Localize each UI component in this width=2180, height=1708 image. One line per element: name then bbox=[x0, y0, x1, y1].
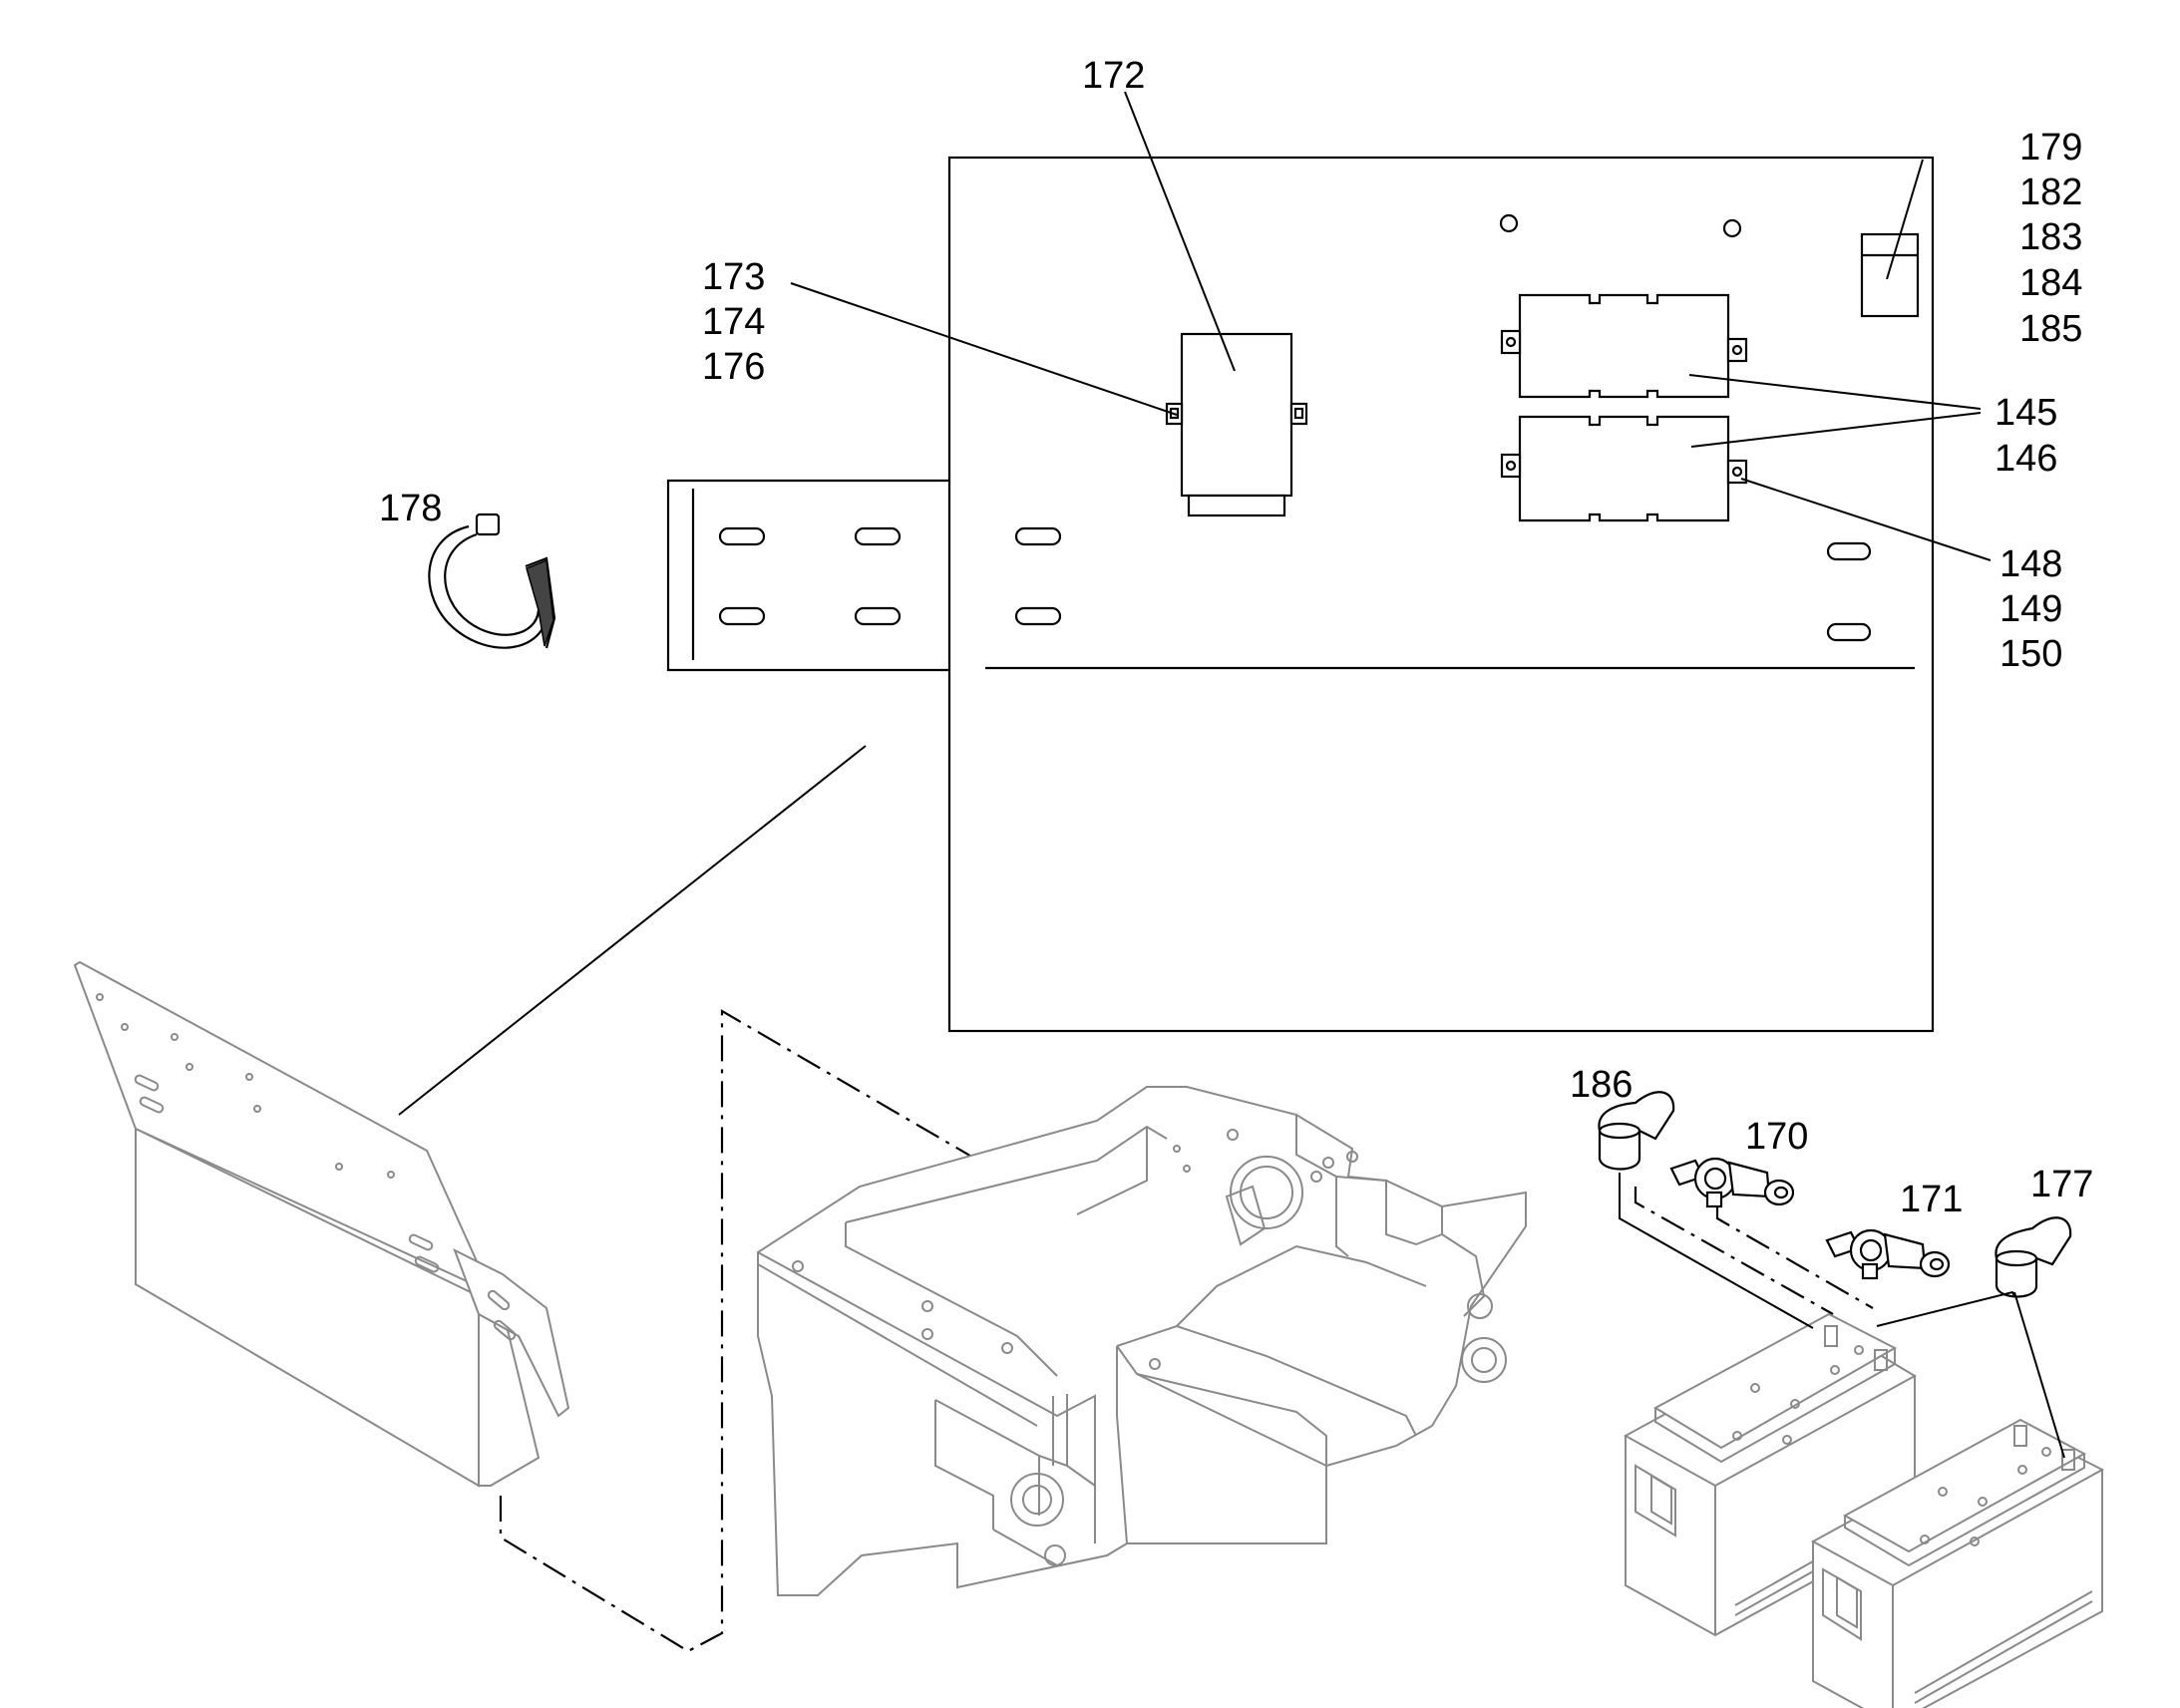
terminal-cap-177 bbox=[1995, 1216, 2072, 1298]
machine-frame bbox=[757, 1086, 1527, 1596]
mounting-plate bbox=[947, 156, 1935, 1033]
callout-178: 178 bbox=[379, 488, 442, 529]
callout-150: 150 bbox=[1999, 633, 2062, 675]
callout-146: 146 bbox=[1995, 438, 2057, 480]
callout-177: 177 bbox=[2030, 1164, 2093, 1205]
callout-186: 186 bbox=[1570, 1064, 1633, 1106]
battery-left bbox=[1623, 1312, 1918, 1637]
battery-leaders bbox=[1619, 1173, 2065, 1459]
side-bracket bbox=[666, 479, 1062, 672]
control-box bbox=[73, 960, 570, 1488]
callout-170: 170 bbox=[1745, 1116, 1808, 1158]
callout-labels: 172 173 174 176 178 179 182 183 184 185 … bbox=[379, 55, 2093, 1220]
callout-149: 149 bbox=[1999, 588, 2062, 630]
callout-173: 173 bbox=[702, 256, 765, 298]
callout-174: 174 bbox=[702, 301, 765, 343]
callout-182: 182 bbox=[2019, 171, 2082, 213]
relay-module bbox=[1165, 332, 1308, 517]
callout-184: 184 bbox=[2019, 262, 2082, 304]
callout-176: 176 bbox=[702, 346, 765, 388]
battery-right bbox=[1810, 1418, 2105, 1708]
callout-185: 185 bbox=[2019, 308, 2082, 350]
battery-clamp-170 bbox=[1669, 1157, 1795, 1208]
fuse-box-lower bbox=[1500, 415, 1748, 522]
callout-183: 183 bbox=[2019, 216, 2082, 258]
fuse-box-upper bbox=[1500, 293, 1748, 399]
label-plate bbox=[1860, 232, 1920, 318]
callout-179: 179 bbox=[2019, 127, 2082, 169]
battery-clamp-171 bbox=[1825, 1228, 1951, 1280]
cable-tie bbox=[428, 512, 556, 649]
callout-171: 171 bbox=[1900, 1179, 1963, 1220]
callout-148: 148 bbox=[1999, 543, 2062, 585]
terminal-cap-186 bbox=[1598, 1091, 1675, 1171]
leader-lines bbox=[398, 91, 1992, 1116]
callout-145: 145 bbox=[1995, 392, 2057, 434]
callout-172: 172 bbox=[1082, 55, 1145, 97]
